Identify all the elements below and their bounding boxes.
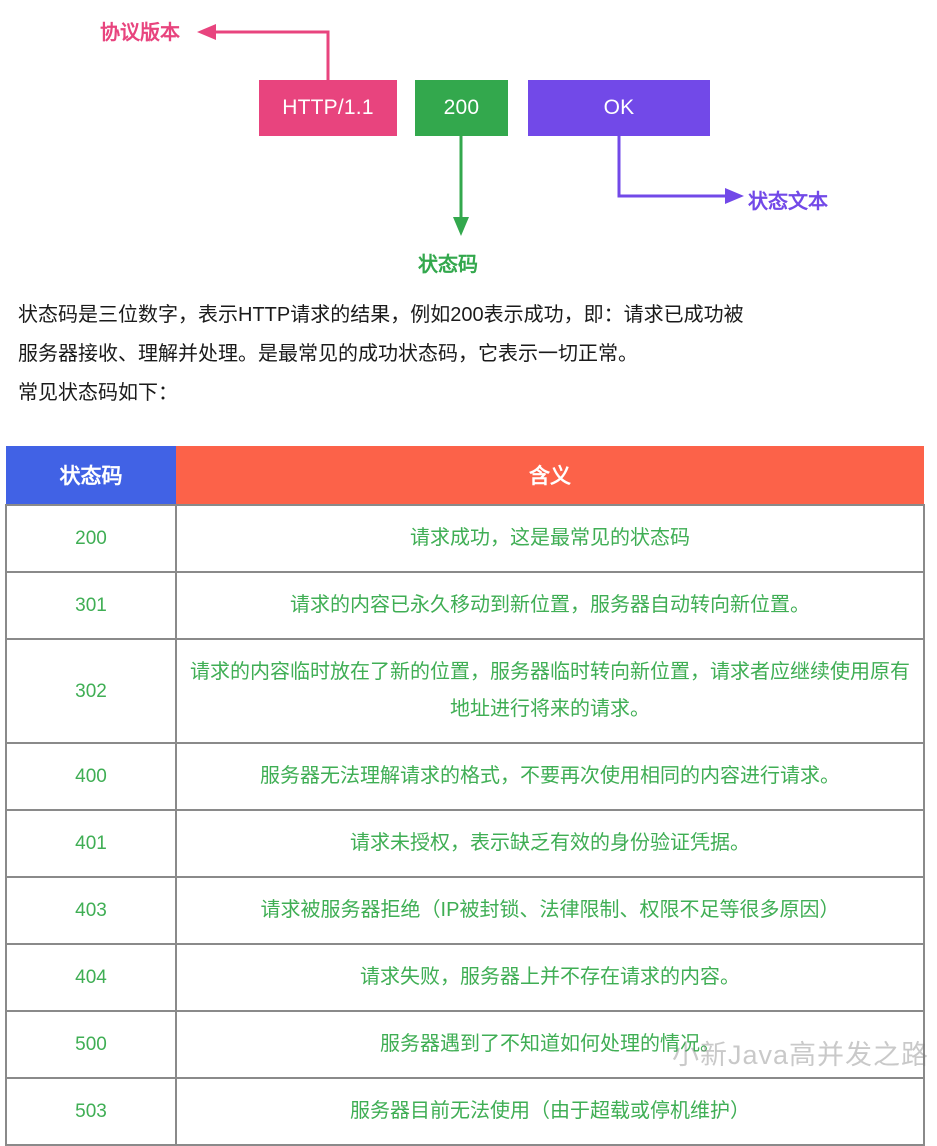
description-paragraph: 状态码是三位数字，表示HTTP请求的结果，例如200表示成功，即：请求已成功被 … bbox=[18, 296, 923, 413]
annotation-protocol-version: 协议版本 bbox=[100, 22, 180, 44]
cell-meaning: 请求的内容临时放在了新的位置，服务器临时转向新位置，请求者应继续使用原有地址进行… bbox=[175, 638, 925, 744]
prose-line-3: 常见状态码如下： bbox=[18, 382, 178, 404]
column-header-meaning: 含义 bbox=[176, 445, 924, 505]
cell-status-code: 200 bbox=[5, 504, 177, 573]
cell-status-code: 301 bbox=[5, 571, 177, 640]
prose-line-1: 状态码是三位数字，表示HTTP请求的结果，例如200表示成功，即：请求已成功被 bbox=[18, 304, 744, 326]
arrow-head-version bbox=[197, 24, 216, 40]
annotation-status-code: 状态码 bbox=[418, 254, 478, 276]
arrow-line-text bbox=[617, 136, 726, 198]
cell-meaning: 请求成功，这是最常见的状态码 bbox=[175, 504, 925, 573]
cell-meaning: 请求失败，服务器上并不存在请求的内容。 bbox=[175, 943, 925, 1012]
cell-status-code: 302 bbox=[5, 638, 177, 744]
cell-status-code: 500 bbox=[5, 1010, 177, 1079]
cell-status-code: 401 bbox=[5, 809, 177, 878]
status-text-box: OK bbox=[528, 80, 710, 136]
cell-meaning: 服务器目前无法使用（由于超载或停机维护） bbox=[175, 1077, 925, 1146]
table-header: 状态码 含义 bbox=[6, 445, 924, 505]
column-header-status-code: 状态码 bbox=[6, 445, 176, 505]
cell-status-code: 503 bbox=[5, 1077, 177, 1146]
cell-status-code: 400 bbox=[5, 742, 177, 811]
prose-line-2: 服务器接收、理解并处理。是最常见的成功状态码，它表示一切正常。 bbox=[18, 343, 638, 365]
arrow-line-version bbox=[215, 30, 330, 80]
cell-meaning: 服务器遇到了不知道如何处理的情况。 bbox=[175, 1010, 925, 1079]
cell-meaning: 请求未授权，表示缺乏有效的身份验证凭据。 bbox=[175, 809, 925, 878]
status-code-box: 200 bbox=[415, 80, 508, 136]
cell-meaning: 请求的内容已永久移动到新位置，服务器自动转向新位置。 bbox=[175, 571, 925, 640]
http-response-line-diagram: HTTP/1.1 200 OK 协议版本 状态码 状态文本 bbox=[0, 0, 937, 288]
table-header-row: 状态码 含义 bbox=[6, 445, 924, 505]
cell-meaning: 服务器无法理解请求的格式，不要再次使用相同的内容进行请求。 bbox=[175, 742, 925, 811]
cell-meaning: 请求被服务器拒绝（IP被封锁、法律限制、权限不足等很多原因） bbox=[175, 876, 925, 945]
arrow-head-code bbox=[453, 217, 469, 236]
diagram-arrows bbox=[197, 24, 744, 236]
annotation-status-text: 状态文本 bbox=[748, 191, 828, 213]
cell-status-code: 403 bbox=[5, 876, 177, 945]
cell-status-code: 404 bbox=[5, 943, 177, 1012]
http-version-box: HTTP/1.1 bbox=[259, 80, 397, 136]
arrow-head-text bbox=[725, 188, 744, 204]
